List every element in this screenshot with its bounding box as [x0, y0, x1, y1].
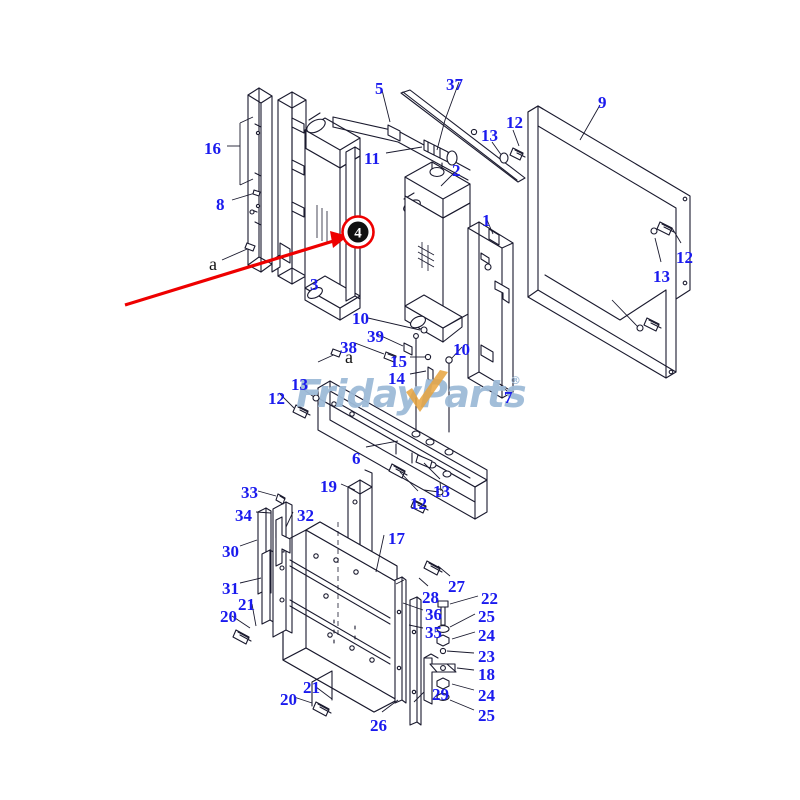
callout-3: 3: [310, 275, 319, 294]
callout-20-lower: 20: [280, 690, 297, 709]
part-30-31-rails: [239, 490, 294, 638]
callout-11: 11: [364, 149, 381, 168]
callout-12-low: 12: [410, 494, 427, 513]
part-26-29-rails: [381, 576, 428, 726]
callout-25-lower: 25: [478, 706, 495, 725]
callout-6: 6: [352, 449, 361, 468]
part-1-7-right-guard: [467, 219, 514, 399]
callout-18: 18: [478, 665, 495, 684]
callout-12-top: 12: [506, 113, 523, 132]
part-4-radiator-core: [304, 112, 361, 321]
callout-38: 38: [340, 338, 357, 357]
part-9-guard-frame: [527, 104, 691, 379]
callout-24-upper: 24: [478, 626, 495, 645]
callout-34: 34: [235, 506, 252, 525]
callout-24-lower: 24: [478, 686, 495, 705]
part-6-lower-tray: [278, 348, 488, 520]
part-3-guard-plate: [221, 91, 313, 285]
callout-12-mid: 12: [268, 389, 285, 408]
callout-35: 35: [425, 623, 442, 642]
note-note-a-upper: a: [209, 254, 217, 274]
part-37-rod: [400, 89, 526, 183]
callout-29: 29: [432, 685, 449, 704]
callout-5: 5: [375, 79, 384, 98]
callout-25-upper: 25: [478, 607, 495, 626]
callout-32: 32: [297, 506, 314, 525]
callout-10-left: 10: [352, 309, 369, 328]
part-18-bracket-stack: [423, 595, 479, 711]
callout-20-upper: 20: [220, 607, 237, 626]
callout-21-upper: 21: [238, 595, 255, 614]
callout-26: 26: [370, 716, 387, 735]
callout-21-lower: 21: [303, 678, 320, 697]
callout-36: 36: [425, 605, 442, 624]
callout-33: 33: [241, 483, 258, 502]
callout-31: 31: [222, 579, 239, 598]
highlight-marker-number: 4: [354, 226, 362, 242]
callout-37: 37: [446, 75, 463, 94]
callout-1: 1: [482, 211, 491, 230]
callout-23: 23: [478, 647, 495, 666]
part-2-oil-cooler: [403, 161, 471, 343]
part-13-top: [470, 128, 509, 164]
highlight-marker-4: 4: [341, 215, 375, 249]
callout-16: 16: [204, 139, 221, 158]
part-11-pin-assembly: [385, 81, 460, 166]
part-12-top-bolt: [509, 129, 526, 161]
callout-14: 14: [388, 369, 405, 388]
callout-15: 15: [390, 352, 407, 371]
callout-28: 28: [422, 588, 439, 607]
callout-8: 8: [216, 195, 225, 214]
callout-13-right: 13: [653, 267, 670, 286]
note-note-a-lower: a: [345, 347, 353, 367]
callout-10-right: 10: [453, 340, 470, 359]
callout-13-low: 13: [433, 482, 450, 501]
callout-13-mid: 13: [291, 375, 308, 394]
callout-2: 2: [452, 161, 461, 180]
callout-13-top: 13: [481, 126, 498, 145]
callout-39: 39: [367, 327, 384, 346]
part-27-28-bolt: [395, 560, 451, 587]
callout-22: 22: [481, 589, 498, 608]
part-12-13-stay-bolt: [388, 454, 441, 492]
callout-27: 27: [448, 577, 465, 596]
callout-30: 30: [222, 542, 239, 561]
callout-17: 17: [388, 529, 405, 548]
part-17-main-panel: [282, 521, 398, 713]
callout-12-right: 12: [676, 248, 693, 267]
part-20-21-bolts: [231, 603, 333, 717]
callout-7: 7: [504, 388, 513, 407]
callout-19: 19: [320, 477, 337, 496]
callout-9: 9: [598, 93, 607, 112]
